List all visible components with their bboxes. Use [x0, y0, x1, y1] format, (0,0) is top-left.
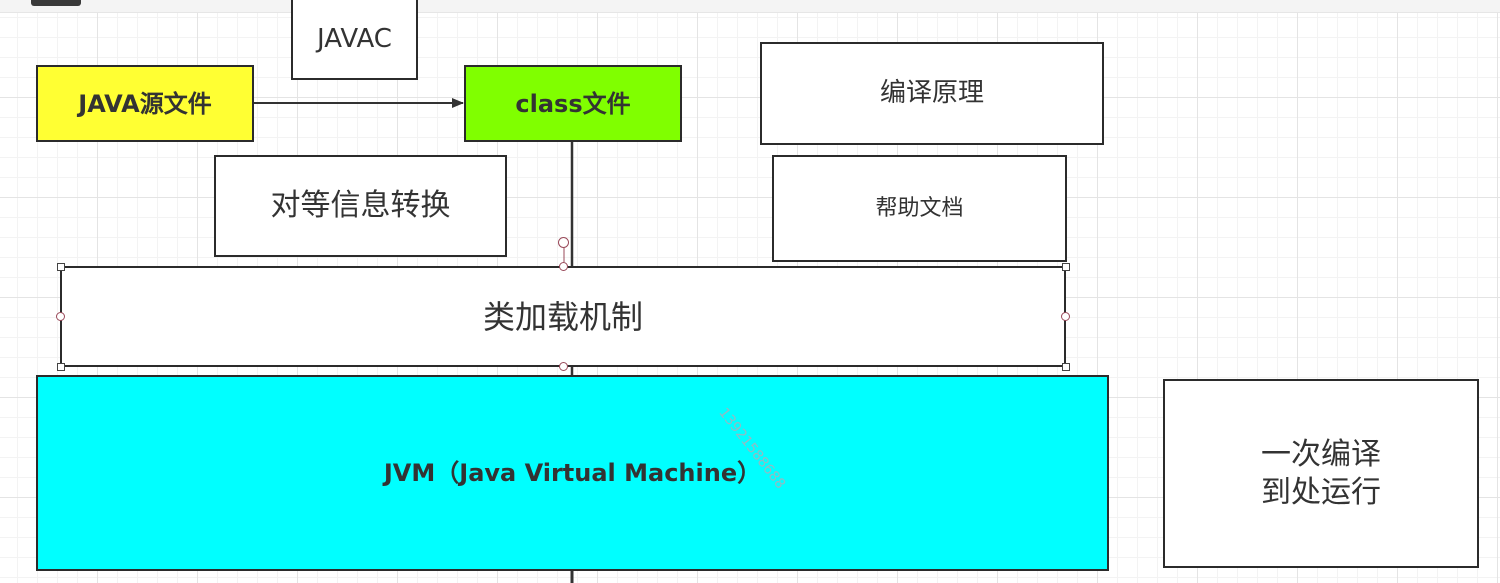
javac-box[interactable]: JAVAC — [291, 0, 418, 80]
resize-handle-top-left[interactable] — [57, 263, 65, 271]
rotation-handle[interactable] — [558, 237, 569, 248]
jvm-box[interactable]: JVM（Java Virtual Machine） — [36, 375, 1109, 571]
toolbar-tab[interactable] — [31, 0, 81, 6]
peer-conversion-label: 对等信息转换 — [270, 188, 451, 224]
class-loading-label: 类加载机制 — [482, 297, 643, 336]
compile-once-line2: 到处运行 — [1261, 474, 1381, 510]
connection-point-left[interactable] — [56, 312, 65, 321]
help-docs-label: 帮助文档 — [875, 195, 964, 221]
resize-handle-top-right[interactable] — [1062, 263, 1070, 271]
compile-principle-label: 编译原理 — [879, 78, 984, 109]
resize-handle-bottom-left[interactable] — [57, 363, 65, 371]
java-source-file-label: JAVA源文件 — [78, 89, 212, 118]
jvm-label: JVM（Java Virtual Machine） — [383, 459, 762, 487]
compile-principle-box[interactable]: 编译原理 — [760, 42, 1104, 145]
connection-point-top[interactable] — [559, 262, 568, 271]
compile-once-box[interactable]: 一次编译 到处运行 — [1163, 379, 1479, 568]
help-docs-box[interactable]: 帮助文档 — [772, 155, 1067, 262]
compile-once-text: 一次编译 到处运行 — [1261, 436, 1381, 511]
connection-point-right[interactable] — [1061, 312, 1070, 321]
compile-once-line1: 一次编译 — [1261, 437, 1381, 472]
class-loading-box[interactable]: 类加载机制 — [60, 266, 1066, 367]
resize-handle-bottom-right[interactable] — [1062, 363, 1070, 371]
class-file-label: class文件 — [515, 89, 631, 118]
java-source-file-box[interactable]: JAVA源文件 — [36, 65, 254, 142]
connection-point-bottom[interactable] — [559, 362, 568, 371]
class-file-box[interactable]: class文件 — [464, 65, 682, 142]
javac-label: JAVAC — [317, 23, 392, 54]
peer-conversion-box[interactable]: 对等信息转换 — [214, 155, 507, 257]
